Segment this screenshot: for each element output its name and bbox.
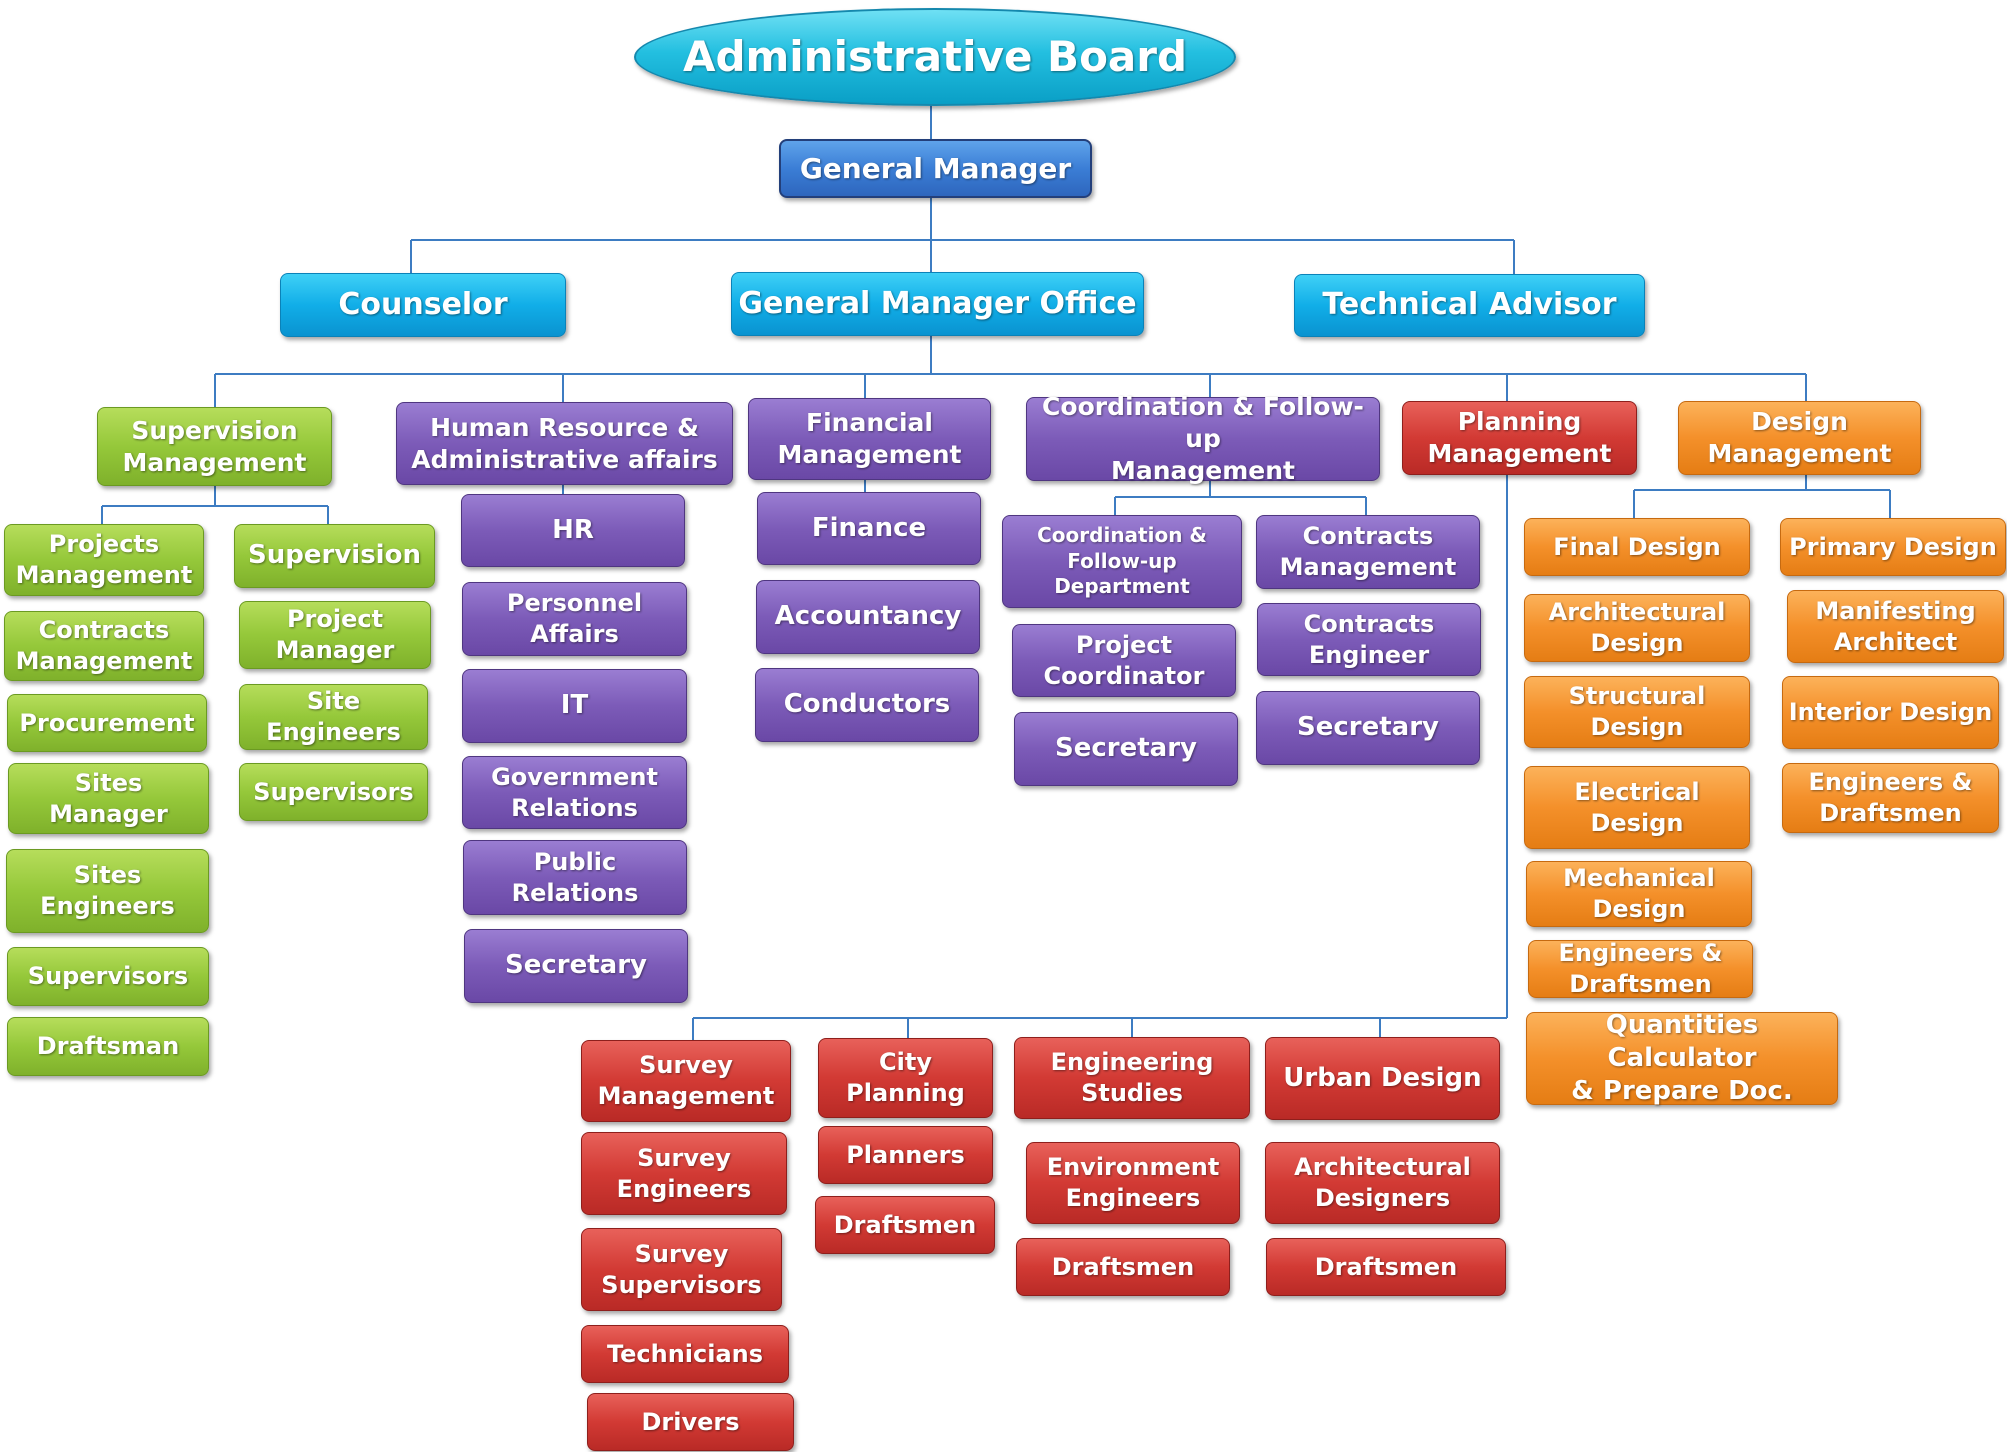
project-manager: Project Manager bbox=[239, 601, 431, 669]
coordination-department: Coordination & Follow-up Department bbox=[1002, 515, 1242, 608]
survey-supervisors: Survey Supervisors bbox=[581, 1228, 782, 1311]
primary-design: Primary Design bbox=[1780, 518, 2006, 576]
site-engineers: Site Engineers bbox=[239, 684, 428, 750]
public-relations: Public Relations bbox=[463, 840, 687, 915]
accountancy: Accountancy bbox=[756, 580, 980, 654]
contracts-engineer: Contracts Engineer bbox=[1257, 603, 1481, 676]
planners: Planners bbox=[818, 1126, 993, 1184]
general-manager-office: General Manager Office bbox=[731, 272, 1144, 336]
secretary-coord: Secretary bbox=[1014, 712, 1238, 786]
manifesting-architect: Manifesting Architect bbox=[1787, 590, 2004, 663]
electrical-design: Electrical Design bbox=[1524, 766, 1750, 849]
supervisors-left: Supervisors bbox=[7, 947, 209, 1006]
secretary-hr: Secretary bbox=[464, 929, 688, 1003]
quantities-calculator: Quantities Calculator & Prepare Doc. bbox=[1526, 1010, 1838, 1106]
supervision: Supervision bbox=[234, 524, 435, 588]
city-planning: City Planning bbox=[818, 1038, 993, 1118]
general-manager: General Manager bbox=[779, 139, 1092, 198]
finance: Finance bbox=[757, 492, 981, 565]
secretary-contracts: Secretary bbox=[1256, 691, 1480, 765]
project-coordinator: Project Coordinator bbox=[1012, 624, 1236, 697]
coordination-management: Coordination & Follow-up Management bbox=[1026, 392, 1380, 485]
draftsmen-eng: Draftsmen bbox=[1016, 1238, 1230, 1296]
sites-engineers: Sites Engineers bbox=[6, 849, 209, 933]
technicians: Technicians bbox=[581, 1325, 789, 1383]
survey-engineers: Survey Engineers bbox=[581, 1132, 787, 1215]
technical-advisor: Technical Advisor bbox=[1294, 274, 1645, 337]
contracts-management-green: Contracts Management bbox=[4, 611, 204, 681]
it: IT bbox=[462, 669, 687, 743]
financial-management: Financial Management bbox=[748, 398, 991, 480]
environment-engineers: Environment Engineers bbox=[1026, 1142, 1240, 1224]
administrative-board: Administrative Board bbox=[634, 8, 1236, 106]
survey-management: Survey Management bbox=[581, 1040, 791, 1122]
draftsman: Draftsman bbox=[7, 1017, 209, 1076]
architectural-designers: Architectural Designers bbox=[1265, 1142, 1500, 1224]
engineers-draftsmen-final: Engineers & Draftsmen bbox=[1528, 939, 1753, 998]
urban-design: Urban Design bbox=[1265, 1037, 1500, 1120]
structural-design: Structural Design bbox=[1524, 676, 1750, 748]
mechanical-design: Mechanical Design bbox=[1526, 861, 1752, 927]
contracts-management-purple: Contracts Management bbox=[1256, 515, 1480, 589]
engineers-draftsmen-primary: Engineers & Draftsmen bbox=[1782, 763, 1999, 833]
projects-management: Projects Management bbox=[4, 524, 204, 596]
drivers: Drivers bbox=[587, 1393, 794, 1451]
engineering-studies: Engineering Studies bbox=[1014, 1037, 1250, 1119]
personnel-affairs: Personnel Affairs bbox=[462, 582, 687, 656]
hr-admin-affairs: Human Resource & Administrative affairs bbox=[396, 402, 733, 485]
sites-manager: Sites Manager bbox=[8, 763, 209, 834]
conductors: Conductors bbox=[755, 668, 979, 742]
counselor: Counselor bbox=[280, 273, 566, 337]
planning-management: Planning Management bbox=[1402, 401, 1637, 475]
procurement: Procurement bbox=[7, 694, 207, 752]
architectural-design: Architectural Design bbox=[1524, 594, 1750, 662]
interior-design: Interior Design bbox=[1782, 676, 1999, 749]
hr: HR bbox=[461, 494, 685, 567]
supervisors-right: Supervisors bbox=[239, 763, 428, 821]
draftsmen-urban: Draftsmen bbox=[1266, 1238, 1506, 1296]
draftsmen-city: Draftsmen bbox=[815, 1196, 995, 1254]
design-management: Design Management bbox=[1678, 401, 1921, 475]
government-relations: Government Relations bbox=[462, 756, 687, 829]
final-design: Final Design bbox=[1524, 518, 1750, 576]
supervision-management: Supervision Management bbox=[97, 407, 332, 486]
